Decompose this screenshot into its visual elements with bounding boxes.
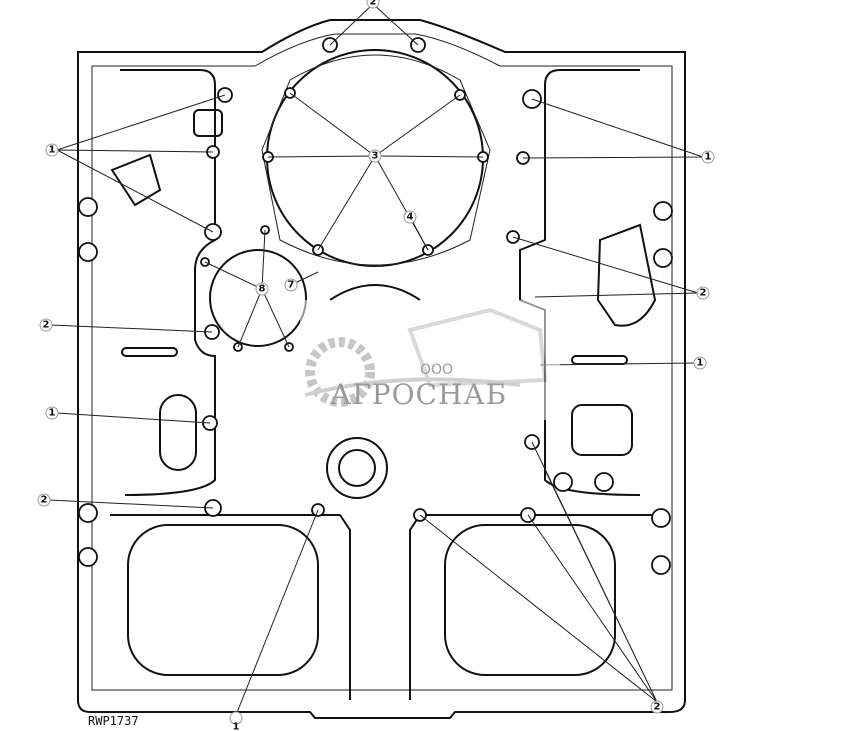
callout-c-center: 3: [368, 149, 382, 163]
callout-c-bottom-right: 2: [650, 700, 664, 714]
svg-text:7: 7: [288, 280, 295, 291]
svg-text:2: 2: [41, 495, 48, 506]
svg-text:1: 1: [233, 722, 240, 731]
svg-text:1: 1: [49, 145, 56, 156]
svg-text:2: 2: [370, 0, 377, 8]
callout-c-right-2: 2: [696, 286, 710, 300]
svg-text:2: 2: [700, 288, 707, 299]
cover-outline: [77, 19, 686, 719]
callout-c-left-2: 2: [39, 318, 53, 332]
callout-c-left-mid: 1: [45, 406, 59, 420]
figure-reference: RWP1737: [88, 714, 139, 728]
watermark-text: АГРОСНАБ: [330, 378, 508, 411]
callout-c-bottom: 1: [229, 711, 243, 731]
callout-c-left-top: 1: [45, 143, 59, 157]
callout-c-4: 4: [403, 210, 417, 224]
svg-text:1: 1: [705, 152, 712, 163]
svg-text:1: 1: [49, 408, 56, 419]
leader-lines: [48, 3, 704, 716]
callout-c-8: 8: [255, 282, 269, 296]
watermark-logo: [300, 300, 560, 420]
callout-c-right-top: 1: [701, 150, 715, 164]
callout-c-7: 7: [284, 278, 298, 292]
svg-text:3: 3: [372, 151, 379, 162]
watermark-prefix: ООО: [420, 362, 454, 378]
svg-text:4: 4: [407, 212, 414, 223]
callout-c-left-bottom: 2: [37, 493, 51, 507]
small-bore: [209, 249, 307, 347]
svg-text:2: 2: [654, 702, 661, 713]
callout-c-top: 2: [366, 0, 380, 9]
callout-c-right-mid: 1: [693, 356, 707, 370]
svg-text:8: 8: [259, 284, 266, 295]
svg-text:1: 1: [697, 358, 704, 369]
svg-text:2: 2: [43, 320, 50, 331]
